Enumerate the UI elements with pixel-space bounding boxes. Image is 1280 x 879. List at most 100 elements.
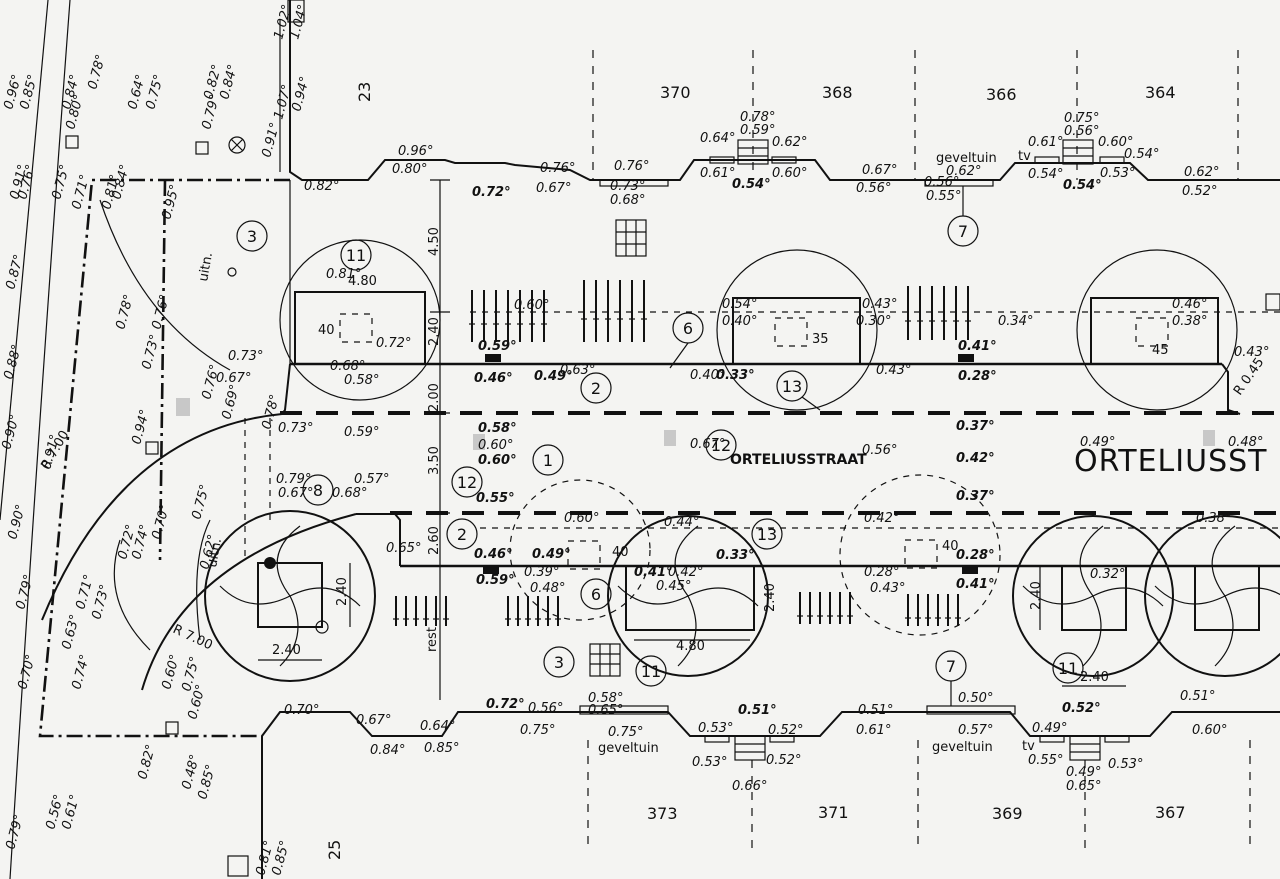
level-label: 0.90° — [5, 503, 29, 541]
dimension-label: 4.80 — [348, 274, 377, 289]
level-label: 0.75° — [49, 163, 73, 201]
level-label: 0.73° — [139, 333, 163, 371]
dimension-label: 3.50 — [427, 446, 442, 475]
level-label: 0.72° — [376, 336, 411, 351]
level-label: 0.54° — [1124, 147, 1159, 162]
callout-circles — [236, 186, 1084, 706]
left-boundary — [38, 178, 357, 738]
callout-number: 3 — [554, 653, 564, 672]
lot-number-25: 25 — [325, 840, 344, 860]
level-label: 0.67° — [862, 163, 897, 178]
dimension-label: 2.60 — [427, 526, 442, 555]
level-label: 0.62° — [772, 135, 807, 150]
level-label: 0.75° — [1064, 111, 1099, 126]
level-label: 0.60° — [1098, 135, 1133, 150]
misc-markers — [65, 0, 1280, 877]
rest-label: rest — [425, 627, 440, 652]
level-label: 0.40° — [690, 368, 725, 383]
level-label: 0.60° — [514, 298, 549, 313]
level-label: 0.64° — [420, 719, 455, 734]
level-label: 0.41° — [958, 339, 997, 354]
dimension-label: 4.50 — [427, 227, 442, 256]
level-label: 0.28° — [864, 565, 899, 580]
level-label: 0.79° — [13, 573, 37, 611]
lot-number-23: 23 — [355, 82, 374, 102]
level-label: 0.60° — [478, 453, 517, 468]
top-lot-dividers — [592, 50, 1239, 180]
level-label: 0.59° — [478, 339, 517, 354]
level-label: 0.69° — [219, 383, 243, 421]
level-label: 0.42° — [864, 511, 899, 526]
level-label: 0.71° — [69, 173, 93, 211]
uitn-label: uitn. — [196, 251, 216, 282]
level-label: 0.94° — [129, 408, 153, 446]
level-label: 0.62° — [1184, 165, 1219, 180]
callout-number: 13 — [757, 525, 777, 544]
house-number: 370 — [660, 83, 691, 102]
level-label: 0.60° — [564, 511, 599, 526]
level-label: 0.78° — [113, 293, 137, 331]
level-label: 0.70° — [284, 703, 319, 718]
level-label: 0.33° — [716, 548, 755, 563]
level-label: 0.52° — [1062, 701, 1101, 716]
level-label: 0.55° — [476, 491, 515, 506]
callout-number: 2 — [591, 379, 601, 398]
level-label: 0.75° — [189, 483, 213, 521]
bottom-trees — [509, 474, 1001, 636]
level-label: 0.52° — [766, 753, 801, 768]
level-label: 0.49° — [1080, 435, 1115, 450]
callout-number: 8 — [313, 481, 323, 500]
level-label: 0.73° — [228, 349, 263, 364]
level-label: 0.55° — [1028, 753, 1063, 768]
level-label: 0.58° — [344, 373, 379, 388]
levels-left: 0.96°0.85°0.84°0.80°0.78°0.64°0.75°0.82°… — [0, 3, 313, 877]
level-label: 0.58° — [478, 421, 517, 436]
level-label: 0.64° — [700, 131, 735, 146]
level-label: 0.95° — [159, 183, 183, 221]
callout-number: 13 — [782, 377, 802, 396]
level-label: 0.59° — [344, 425, 379, 440]
level-label: 0.56° — [1064, 124, 1099, 139]
radius-label: R 7.00 — [170, 622, 215, 653]
level-label: 0.56° — [862, 443, 897, 458]
street-name-main: ORTELIUSST — [1074, 444, 1268, 479]
level-label: 0.45° — [656, 579, 691, 594]
level-label: 0.75° — [608, 725, 643, 740]
level-label: 0.68° — [610, 193, 645, 208]
level-label: 0.46° — [474, 371, 513, 386]
level-label: 0.74° — [69, 653, 93, 691]
level-label: 0.70° — [149, 503, 173, 541]
house-number: 369 — [992, 804, 1023, 823]
level-label: 0.48° — [1228, 435, 1263, 450]
level-label: 0.34° — [998, 314, 1033, 329]
levels-inner: 0.81° 0.60° 0.59° 0.72° 0.68° 0.58° 0.46… — [216, 267, 1269, 596]
level-label: 0.82° — [304, 179, 339, 194]
house-number: 364 — [1145, 83, 1176, 102]
bottom-lot-dividers — [587, 740, 1251, 850]
level-label: 0.94° — [289, 75, 313, 113]
level-label: 0.70° — [15, 653, 39, 691]
level-label: 0.49° — [532, 547, 571, 562]
dimension-label: 4.80 — [676, 639, 705, 654]
level-label: 0.56° — [924, 175, 959, 190]
callout-number: 11 — [346, 246, 366, 265]
level-label: 0.76° — [149, 293, 173, 331]
house-numbers-bottom: 373 371 369 367 — [647, 803, 1186, 823]
callout-number: 11 — [641, 662, 661, 681]
level-label: 0.79° — [276, 472, 311, 487]
tv-label: tv — [1022, 739, 1035, 754]
level-label: 0.65° — [588, 703, 623, 718]
level-label: 0.67° — [278, 486, 313, 501]
geveltuin-label: geveltuin — [598, 741, 659, 756]
level-label: 0.33° — [716, 368, 755, 383]
house-number: 367 — [1155, 803, 1186, 822]
level-label: 0.37° — [956, 489, 995, 504]
street-name-small: ORTELIUSSTRAAT — [730, 452, 867, 468]
level-label: 0.78° — [740, 110, 775, 125]
dimension-label: 2.40 — [1080, 670, 1109, 685]
bottom-steps — [704, 735, 1130, 761]
house-numbers-top: 370 368 366 364 — [660, 83, 1176, 104]
level-label: 0.46° — [474, 547, 513, 562]
level-label: 0.73° — [610, 179, 645, 194]
